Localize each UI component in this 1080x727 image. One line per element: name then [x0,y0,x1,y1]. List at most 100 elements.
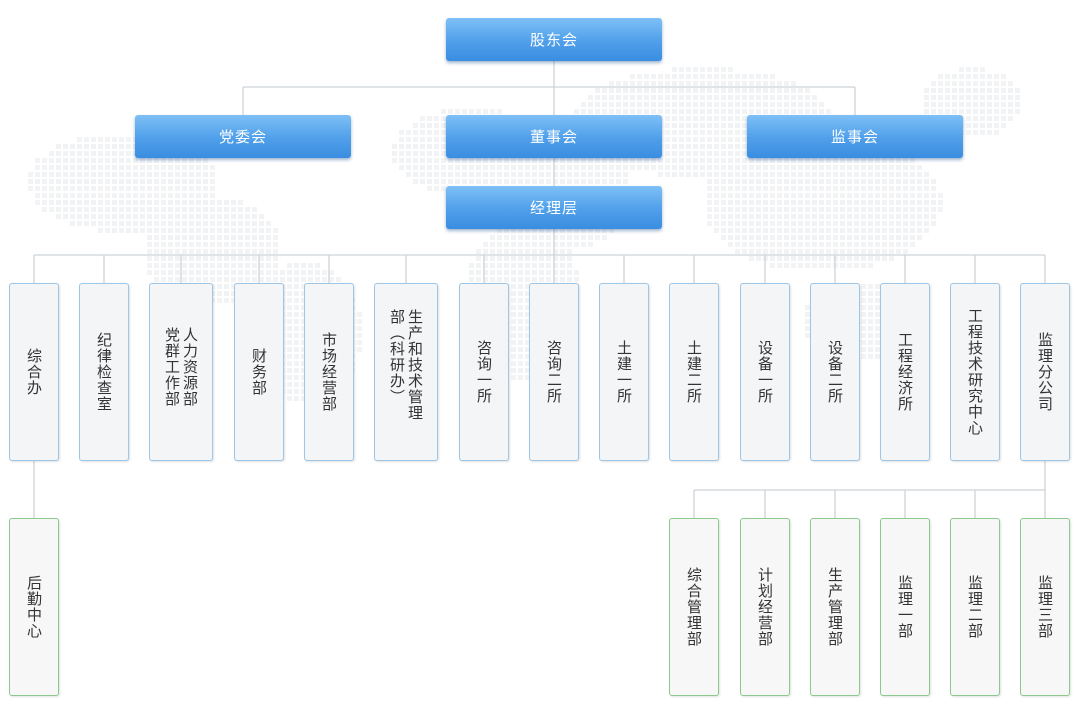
map-dot [511,298,516,303]
party-committee-box[interactable]: 党委会 [135,115,351,158]
sub-box-supervision-3[interactable]: 监理三部 [1020,518,1070,696]
sub-box-supervision-2[interactable]: 监理二部 [950,518,1000,696]
dept-box-hr[interactable]: 人力资源部党群工作部 [149,283,213,461]
map-dot [917,172,922,177]
map-dot [322,277,327,282]
map-dot [245,228,250,233]
map-dot [861,214,866,219]
map-dot [945,109,950,114]
map-dot [854,207,859,212]
map-dot [210,221,215,226]
map-dot [987,130,992,135]
map-dot [427,186,432,191]
shareholders-box[interactable]: 股东会 [446,18,662,61]
map-dot [756,81,761,86]
map-dot [714,116,719,121]
supervisory-board-box[interactable]: 监事会 [747,115,963,158]
dept-box-engineering-economics[interactable]: 工程经济所 [880,283,930,461]
map-dot [714,67,719,72]
dept-box-engineering-tech-center[interactable]: 工程技术研究中心 [950,283,1000,461]
map-dot [154,235,159,240]
map-dot [742,186,747,191]
map-dot [644,88,649,93]
dept-box-equipment-2[interactable]: 设备二所 [810,283,860,461]
map-dot [168,263,173,268]
management-box[interactable]: 经理层 [446,186,662,229]
map-dot [511,277,516,282]
map-dot [581,109,586,114]
map-dot [406,144,411,149]
map-dot [560,228,565,233]
map-dot [875,340,880,345]
map-dot [126,165,131,170]
map-dot [686,165,691,170]
map-dot [210,207,215,212]
sub-box-logistics-center[interactable]: 后勤中心 [9,518,59,696]
sub-box-planning[interactable]: 计划经营部 [740,518,790,696]
map-dot [280,277,285,282]
map-dot [301,312,306,317]
map-dot [266,263,271,268]
map-dot [693,172,698,177]
map-dot [784,249,789,254]
map-dot [735,151,740,156]
map-dot [56,165,61,170]
map-dot [987,81,992,86]
map-dot [777,81,782,86]
map-dot [252,228,257,233]
map-dot [602,165,607,170]
dept-label: 人力资源部党群工作部 [163,327,199,407]
map-dot [525,333,530,338]
map-dot [525,158,530,163]
map-dot [427,172,432,177]
map-dot [210,277,215,282]
dept-box-consulting-1[interactable]: 咨询一所 [459,283,509,461]
map-dot [665,81,670,86]
dept-box-consulting-2[interactable]: 咨询二所 [529,283,579,461]
map-dot [42,193,47,198]
sub-box-supervision-1[interactable]: 监理一部 [880,518,930,696]
map-dot [609,102,614,107]
map-dot [882,214,887,219]
map-dot [504,242,509,247]
dept-box-equipment-1[interactable]: 设备一所 [740,283,790,461]
map-dot [742,200,747,205]
map-dot [994,81,999,86]
dept-box-supervision-branch[interactable]: 监理分公司 [1020,283,1070,461]
map-dot [833,165,838,170]
dept-box-discipline[interactable]: 纪律检查室 [79,283,129,461]
map-dot [889,200,894,205]
map-dot [714,151,719,156]
map-dot [784,109,789,114]
dept-box-civil-2[interactable]: 土建二所 [669,283,719,461]
map-dot [770,179,775,184]
map-dot [966,116,971,121]
map-dot [189,221,194,226]
map-dot [574,235,579,240]
map-dot [693,95,698,100]
dept-box-general-office[interactable]: 综合办 [9,283,59,461]
map-dot [504,228,509,233]
map-dot [567,242,572,247]
map-dot [525,312,530,317]
map-dot [721,81,726,86]
map-dot [693,137,698,142]
sub-box-production-management[interactable]: 生产管理部 [810,518,860,696]
map-dot [735,102,740,107]
board-box[interactable]: 董事会 [446,115,662,158]
dept-box-production-tech[interactable]: 生产和技术管理部（科研办） [374,283,438,461]
map-dot [525,277,530,282]
map-dot [112,207,117,212]
dept-box-marketing[interactable]: 市场经营部 [304,283,354,461]
map-dot [294,312,299,317]
dept-box-civil-1[interactable]: 土建一所 [599,283,649,461]
map-dot [882,179,887,184]
map-dot [903,221,908,226]
map-dot [840,172,845,177]
map-dot [826,158,831,163]
dept-box-finance[interactable]: 财务部 [234,283,284,461]
map-dot [721,74,726,79]
map-dot [791,88,796,93]
map-dot [413,165,418,170]
sub-box-general-management[interactable]: 综合管理部 [669,518,719,696]
